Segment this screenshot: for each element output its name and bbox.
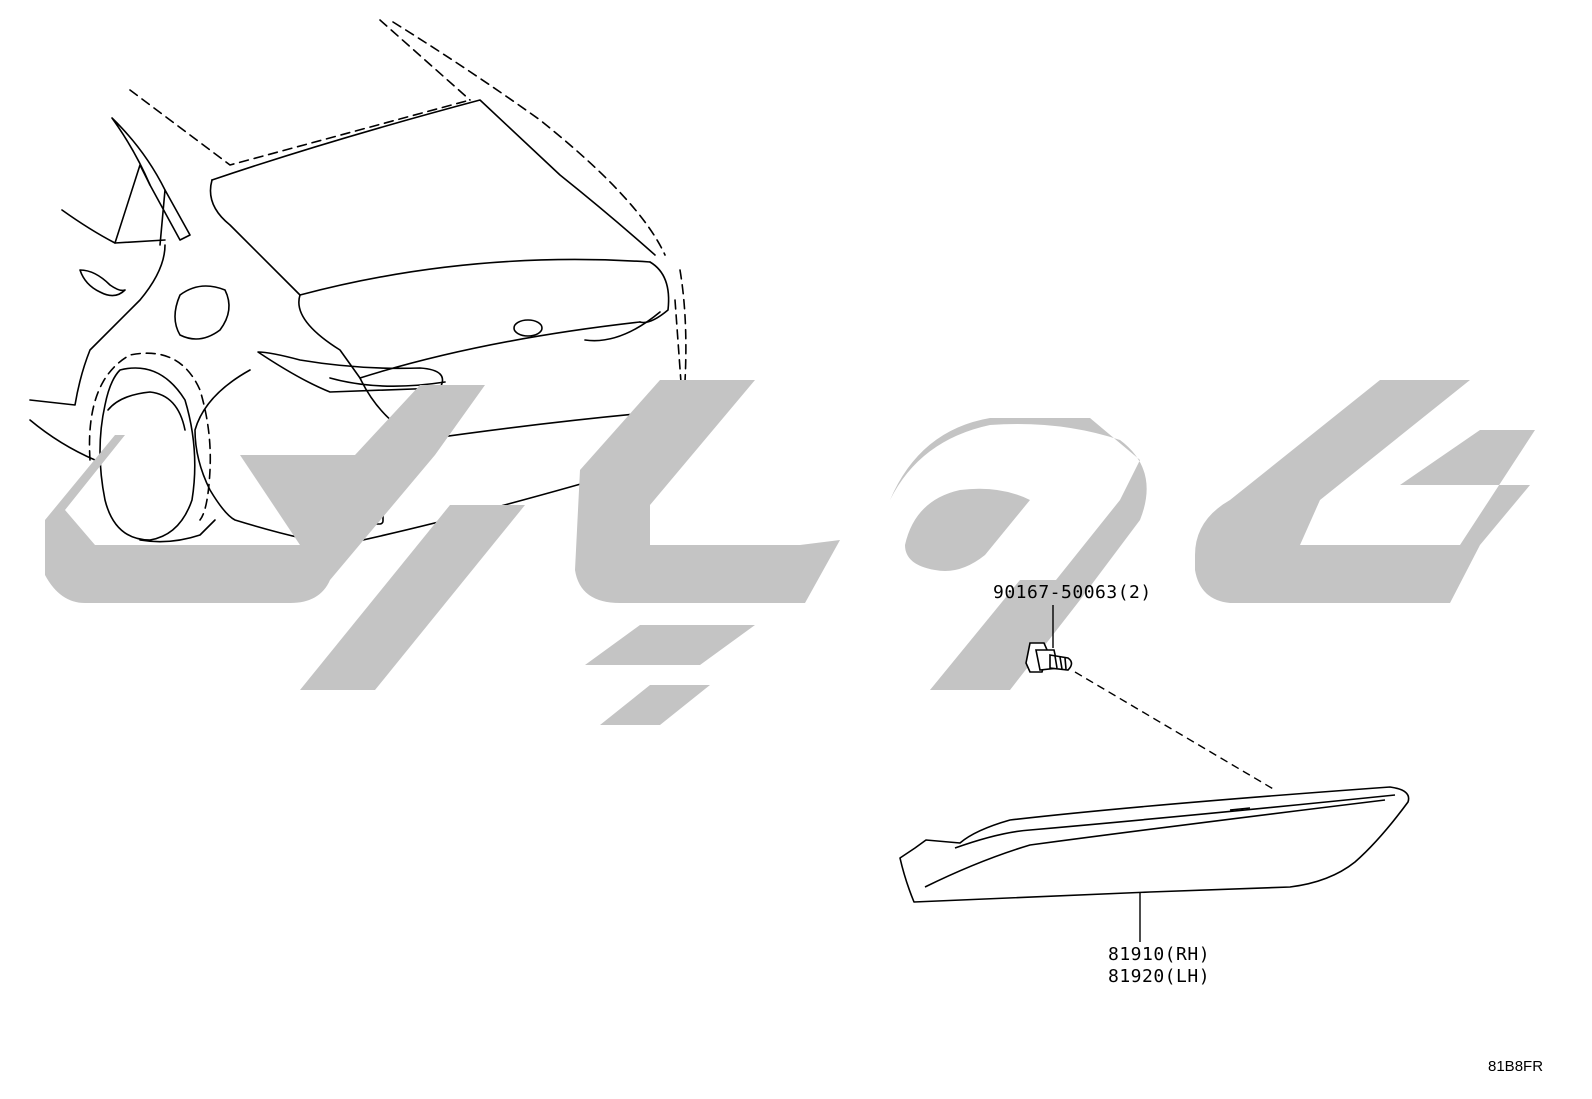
install-direction-line: [1074, 671, 1276, 791]
bolt-part: [1025, 642, 1073, 673]
watermark-logo: [45, 380, 1535, 725]
reflector-rh-part-number: 81910(RH): [1108, 944, 1211, 965]
reflector-lh-part-number: 81920(LH): [1108, 966, 1211, 987]
leader-lines: [1052, 605, 1276, 942]
diagram-code: 81B8FR: [1488, 1058, 1544, 1075]
reflector-part: [899, 786, 1410, 903]
bolt-part-number: 90167-50063(2): [993, 582, 1152, 603]
